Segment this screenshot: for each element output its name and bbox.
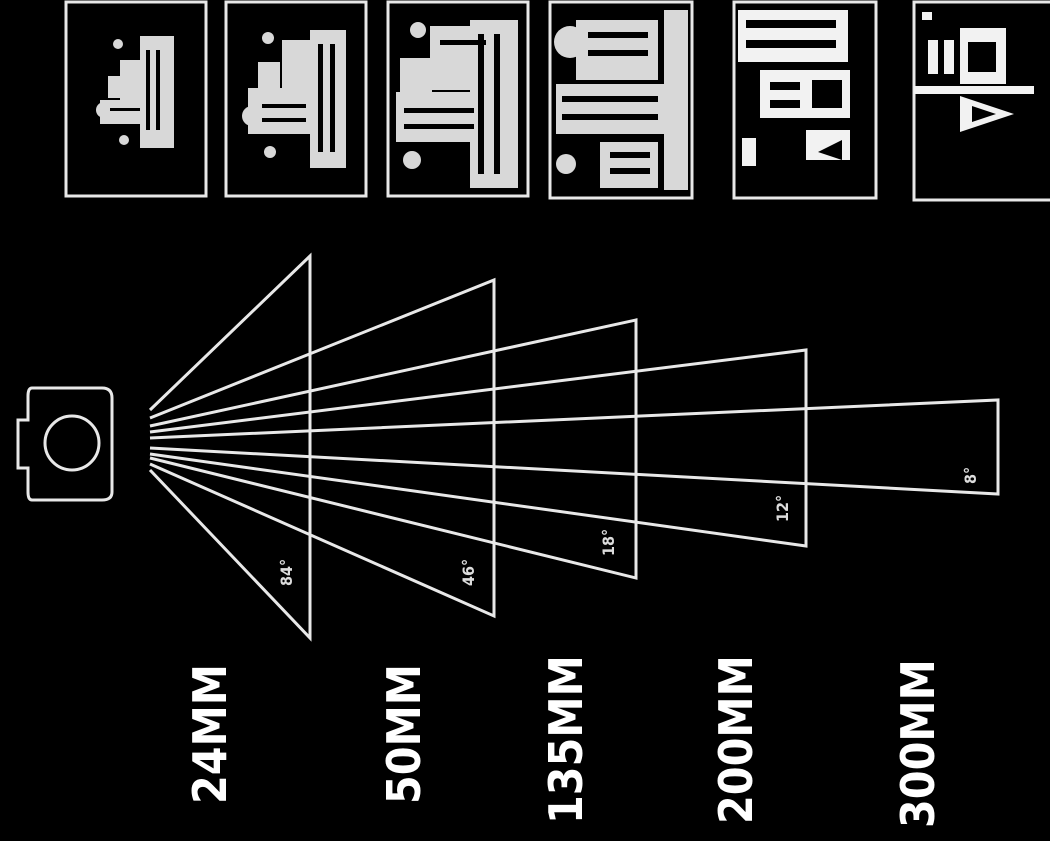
angle-label-200mm: 12° xyxy=(773,495,792,522)
fov-cone-135mm xyxy=(149,318,638,580)
focal-label-300mm: 300MM xyxy=(891,659,945,828)
fov-cone-300mm xyxy=(149,398,1000,496)
focal-label-135mm: 135MM xyxy=(539,655,593,824)
frame-preview-200mm xyxy=(548,0,694,200)
frame-preview-135mm xyxy=(386,0,530,198)
focal-label-24mm: 24MM xyxy=(183,664,237,804)
fov-cone-50mm xyxy=(149,277,496,619)
focal-label-200mm: 200MM xyxy=(709,655,763,824)
frame-preview-24mm xyxy=(64,0,208,198)
angle-label-135mm: 18° xyxy=(599,529,618,556)
fov-cone-200mm xyxy=(149,348,808,548)
angle-label-24mm: 84° xyxy=(277,559,296,586)
frame-preview-300mm xyxy=(732,0,878,200)
frame-preview-50mm xyxy=(224,0,368,198)
camera-icon xyxy=(16,386,114,502)
frame-preview-ultra xyxy=(912,0,1050,202)
angle-label-50mm: 46° xyxy=(459,559,478,586)
angle-label-300mm: 8° xyxy=(961,467,980,484)
fov-cone-24mm xyxy=(148,252,312,642)
focal-label-50mm: 50MM xyxy=(377,664,431,804)
